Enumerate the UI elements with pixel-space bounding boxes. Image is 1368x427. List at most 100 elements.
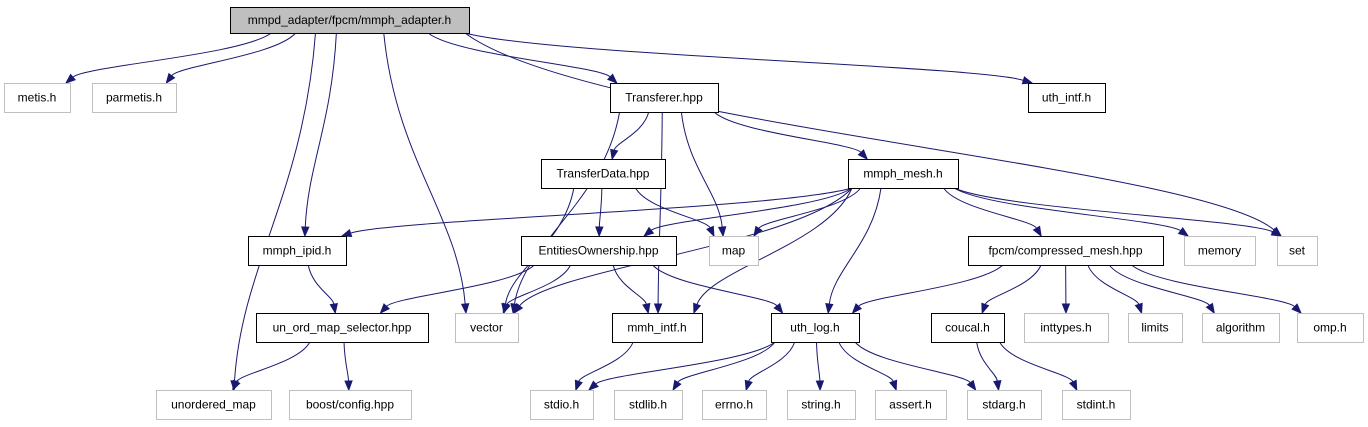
node-label: map	[722, 244, 746, 258]
node-mmphipid[interactable]: mmph_ipid.h	[248, 236, 347, 266]
edge-entities-to-vector	[502, 264, 571, 315]
arrowhead-icon	[513, 302, 524, 315]
edge-root-to-mmphipid	[301, 32, 337, 238]
node-box	[967, 390, 1042, 420]
node-boostconfig: boost/config.hpp	[289, 390, 412, 420]
arrowhead-icon	[329, 302, 338, 315]
edge-mmphmesh-to-mmhintf	[693, 187, 853, 315]
edge-line	[383, 32, 466, 305]
edge-compressed-to-limits	[1087, 264, 1143, 315]
edge-compressed-to-omp	[1131, 264, 1302, 314]
arrowhead-icon	[460, 303, 470, 315]
edge-line	[1087, 264, 1140, 305]
edge-transferer-to-transferdata	[610, 111, 650, 161]
node-inttypes: inttypes.h	[1024, 313, 1109, 343]
arrowhead-icon	[693, 302, 702, 315]
arrowhead-icon	[64, 73, 76, 84]
edge-mmphmesh-to-memory	[953, 187, 1190, 237]
node-box	[1277, 236, 1318, 266]
edge-line	[657, 111, 663, 305]
arrowhead-icon	[773, 302, 784, 315]
node-stdarg: stdarg.h	[967, 390, 1042, 420]
node-box	[709, 236, 759, 266]
edge-line	[1131, 264, 1295, 308]
node-label: errno.h	[715, 398, 753, 412]
node-coucal[interactable]: coucal.h	[931, 313, 1005, 343]
node-transferdata[interactable]: TransferData.hpp	[541, 159, 666, 189]
edge-transferer-to-mmhintf	[653, 111, 663, 315]
node-box	[1202, 313, 1280, 343]
node-box	[455, 313, 519, 343]
arrowhead-icon	[1068, 379, 1078, 392]
node-compressed[interactable]: fpcm/compressed_mesh.hpp	[968, 236, 1164, 266]
arrowhead-icon	[753, 225, 763, 238]
arrowhead-icon	[981, 302, 990, 315]
arrowhead-icon	[502, 302, 511, 315]
edge-line	[816, 341, 821, 382]
node-transferer[interactable]: Transferer.hpp	[610, 83, 719, 113]
node-uthlog[interactable]: uth_log.h	[771, 313, 860, 343]
arrowhead-icon	[574, 379, 583, 392]
edge-uthlog-to-stdio	[587, 341, 776, 391]
edge-mmphmesh-to-vector	[513, 187, 853, 315]
edge-line	[464, 32, 1024, 81]
node-box	[1128, 313, 1183, 343]
edge-line	[598, 187, 603, 228]
node-uthintf[interactable]: uth_intf.h	[1028, 83, 1106, 113]
edge-uthlog-to-stdlib	[672, 341, 776, 392]
edge-transferer-to-mmphmesh	[713, 111, 869, 161]
edge-line	[578, 341, 634, 382]
node-label: unordered_map	[171, 398, 256, 412]
arrowhead-icon	[815, 380, 825, 392]
edge-transferdata-to-entities	[595, 187, 604, 238]
edge-line	[652, 264, 778, 307]
edge-line	[595, 341, 776, 385]
node-entities[interactable]: EntitiesOwnership.hpp	[521, 236, 677, 266]
node-label: limits	[1141, 321, 1168, 335]
node-label: stdarg.h	[982, 398, 1025, 412]
edge-compressed-to-uthlog	[851, 264, 1004, 315]
node-box	[848, 159, 959, 189]
edge-line	[854, 341, 971, 384]
arrowhead-icon	[672, 379, 682, 392]
edge-line	[464, 32, 1275, 231]
edge-line	[953, 187, 1181, 232]
edge-line	[828, 187, 882, 305]
edge-line	[1108, 264, 1210, 306]
node-root[interactable]: mmpd_adapter/fpcm/mmph_adapter.h	[230, 7, 470, 34]
node-box	[1297, 313, 1364, 343]
edge-compressed-to-inttypes	[1061, 264, 1071, 315]
arrowhead-icon	[301, 226, 310, 238]
node-box	[612, 313, 703, 343]
arrowhead-icon	[1177, 227, 1190, 237]
node-limits: limits	[1128, 313, 1183, 343]
arrowhead-icon	[642, 302, 651, 315]
arrowhead-icon	[610, 148, 619, 161]
node-set: set	[1277, 236, 1318, 266]
node-label: TransferData.hpp	[557, 167, 650, 181]
node-mmphmesh[interactable]: mmph_mesh.h	[848, 159, 959, 189]
node-unord[interactable]: un_ord_map_selector.hpp	[256, 313, 429, 343]
node-box	[530, 390, 594, 420]
edge-mmphmesh-to-entities	[643, 187, 853, 237]
node-label: EntitiesOwnership.hpp	[538, 244, 658, 258]
edge-mmhintf-to-stdio	[574, 341, 634, 392]
node-label: stdio.h	[544, 398, 579, 412]
arrowhead-icon	[1205, 302, 1215, 315]
node-box	[289, 390, 412, 420]
node-box	[1184, 236, 1256, 266]
node-label: stdlib.h	[629, 398, 667, 412]
edge-transferer-to-map	[680, 111, 727, 238]
edge-line	[72, 32, 272, 78]
edge-line	[953, 187, 1274, 233]
edge-uthlog-to-assert	[838, 341, 898, 392]
node-algorithm: algorithm	[1202, 313, 1280, 343]
node-label: Transferer.hpp	[625, 91, 703, 105]
arrowhead-icon	[165, 72, 176, 85]
node-label: metis.h	[18, 91, 57, 105]
node-mmhintf[interactable]: mmh_intf.h	[612, 313, 703, 343]
node-box	[968, 236, 1164, 266]
edge-compressed-to-algorithm	[1108, 264, 1215, 315]
edge-line	[343, 341, 350, 382]
